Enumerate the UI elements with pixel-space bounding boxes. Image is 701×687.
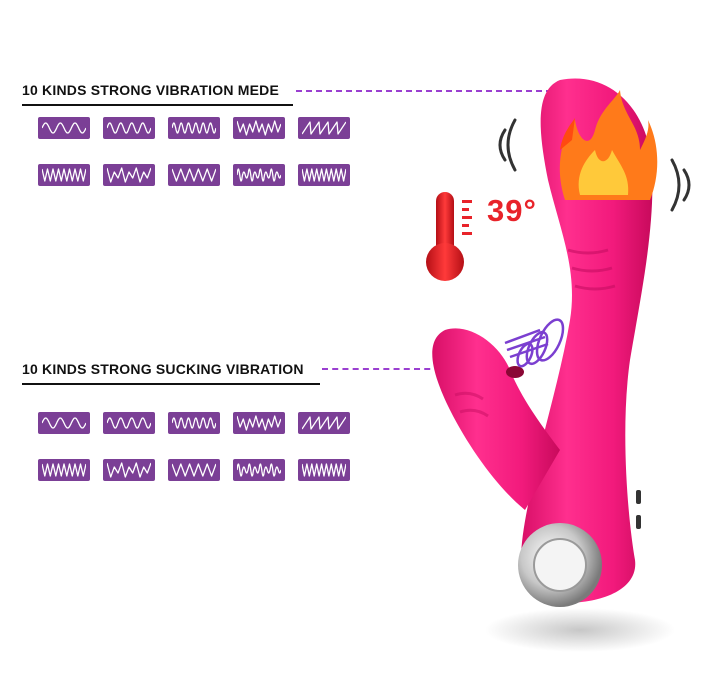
zigzag-fine-waveform-icon [42, 168, 86, 182]
flame-icon [559, 90, 658, 200]
suction-opening [506, 366, 524, 378]
vibration-waves-icon [498, 118, 691, 212]
vibration-pattern-chip [298, 117, 350, 139]
sucking-callout-line [322, 368, 512, 370]
vibration-pattern-chip [298, 164, 350, 186]
thermometer-icon [426, 192, 472, 281]
wave-mixed-waveform-icon [237, 463, 281, 477]
vibration-pattern-chip [38, 164, 90, 186]
ramp-slant-waveform-icon [302, 416, 346, 430]
vibration-heading: 10 KINDS STRONG VIBRATION MEDE [22, 82, 279, 98]
vibration-callout-line [296, 90, 572, 92]
sucking-pattern-grid [38, 412, 350, 481]
sucking-heading-rule [22, 383, 320, 385]
vibration-pattern-chip [38, 117, 90, 139]
sucking-pattern-chip [38, 412, 90, 434]
wave-medium-waveform-icon [107, 417, 151, 429]
zigzag-pulse-waveform-icon [107, 462, 151, 478]
zigzag-tight-waveform-icon [302, 463, 346, 477]
wave-mixed-waveform-icon [237, 168, 281, 182]
vibration-pattern-grid [38, 117, 350, 186]
sucking-pattern-chip [298, 412, 350, 434]
zigzag-wide-waveform-icon [172, 463, 216, 477]
sucking-pattern-chip [233, 412, 285, 434]
sucking-pattern-chip [38, 459, 90, 481]
sucking-pattern-chip [233, 459, 285, 481]
zigzag-fine-waveform-icon [42, 463, 86, 477]
wave-gentle-waveform-icon [42, 417, 86, 429]
wave-gentle-waveform-icon [42, 122, 86, 134]
temperature-label: 39° [487, 193, 537, 228]
sucking-pattern-chip [103, 459, 155, 481]
sucking-pattern-chip [103, 412, 155, 434]
sucking-pattern-chip [168, 412, 220, 434]
burst-tall-waveform-icon [237, 120, 281, 136]
vibration-pattern-chip [168, 164, 220, 186]
vibration-heading-rule [22, 104, 293, 106]
vibration-pattern-chip [233, 117, 285, 139]
vibration-pattern-chip [233, 164, 285, 186]
ramp-slant-waveform-icon [302, 121, 346, 135]
suction-waves-icon [504, 318, 565, 368]
zigzag-wide-waveform-icon [172, 168, 216, 182]
wave-medium-waveform-icon [107, 122, 151, 134]
zigzag-tight-waveform-icon [302, 168, 346, 182]
burst-tall-waveform-icon [237, 415, 281, 431]
sucking-pattern-chip [168, 459, 220, 481]
wave-dense-waveform-icon [172, 122, 216, 134]
zigzag-pulse-waveform-icon [107, 167, 151, 183]
floor-shadow [485, 608, 675, 652]
side-button [636, 490, 641, 504]
sucking-pattern-chip [298, 459, 350, 481]
clitoral-arm [432, 328, 560, 510]
main-shaft [520, 78, 653, 603]
vibration-pattern-chip [103, 164, 155, 186]
wave-dense-waveform-icon [172, 417, 216, 429]
side-button-2 [636, 515, 641, 529]
vibration-pattern-chip [168, 117, 220, 139]
sucking-heading: 10 KINDS STRONG SUCKING VIBRATION [22, 361, 304, 377]
vibration-pattern-chip [103, 117, 155, 139]
